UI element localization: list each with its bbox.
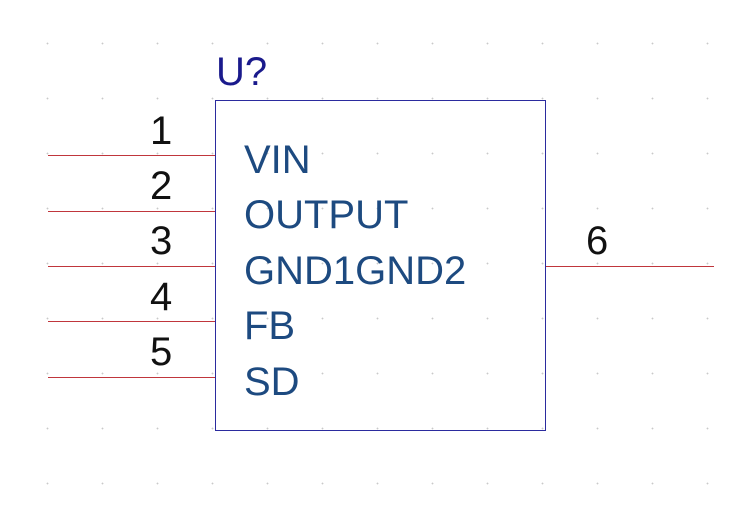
pin-5-name: SD <box>244 360 300 404</box>
pin-5-line[interactable] <box>48 377 215 378</box>
pin-6-number: 6 <box>586 219 609 263</box>
pin-2-name: OUTPUT <box>244 193 409 237</box>
pin-3-number: 3 <box>150 219 173 263</box>
pin-2-line[interactable] <box>48 211 215 212</box>
pin-3-line[interactable] <box>48 266 215 267</box>
pin-4-line[interactable] <box>48 321 215 322</box>
pin-5-number: 5 <box>150 330 173 374</box>
pin-3-name: GND1GND2 <box>244 249 467 293</box>
pin-2-number: 2 <box>150 164 173 208</box>
pin-6-line[interactable] <box>546 266 714 267</box>
pin-4-name: FB <box>244 304 296 348</box>
pin-4-number: 4 <box>150 275 173 319</box>
pin-1-number: 1 <box>150 109 173 153</box>
component-body[interactable] <box>215 100 546 431</box>
component-reference[interactable]: U? <box>216 50 268 94</box>
pin-1-line[interactable] <box>48 155 215 156</box>
pin-1-name: VIN <box>244 138 311 182</box>
